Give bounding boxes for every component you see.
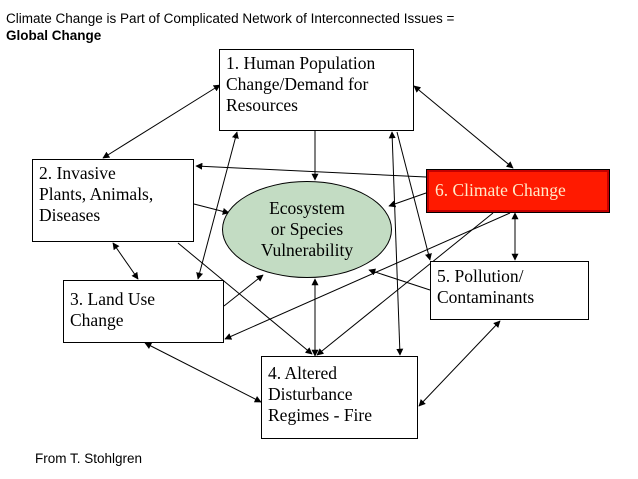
arrow-n5-center xyxy=(368,268,431,291)
node-line: Plants, Animals, xyxy=(39,184,154,204)
node-line: Change/Demand for xyxy=(226,74,369,94)
node-human-population: 1. Human Population Change/Demand for Re… xyxy=(219,49,414,131)
node-line: 3. Land Use xyxy=(70,289,156,309)
title-line-1: Climate Change is Part of Complicated Ne… xyxy=(6,11,455,26)
title-line-2: Global Change xyxy=(6,28,102,43)
arrow-n1-n5 xyxy=(396,131,432,261)
node-line: Resources xyxy=(226,95,298,115)
node-line: Contaminants xyxy=(437,287,535,307)
node-line: 4. Altered xyxy=(268,363,338,383)
node-line: Disturbance xyxy=(268,384,353,404)
node-line: Change xyxy=(70,310,124,330)
node-land-use: 3. Land Use Change xyxy=(63,280,224,343)
arrow-n6-center xyxy=(388,192,427,208)
node-line: Vulnerability xyxy=(260,240,354,260)
node-line: 6. Climate Change xyxy=(435,180,566,200)
arrow-n1-n4 xyxy=(388,131,404,356)
arrow-n5-n4 xyxy=(418,320,501,407)
node-line: Regimes - Fire xyxy=(268,405,373,425)
node-pollution: 5. Pollution/ Contaminants xyxy=(430,261,589,320)
node-invasive-species: 2. Invasive Plants, Animals, Diseases xyxy=(32,159,194,242)
arrow-n1-n6 xyxy=(413,85,514,169)
node-line: Ecosystem xyxy=(269,198,345,218)
arrow-n6-n3 xyxy=(224,212,511,340)
node-ecosystem-vulnerability: Ecosystem or Species Vulnerability xyxy=(222,181,392,278)
arrow-n2-n4 xyxy=(177,242,313,355)
node-disturbance-regimes: 4. Altered Disturbance Regimes - Fire xyxy=(261,356,418,439)
arrow-n3-center xyxy=(223,274,264,307)
source-credit: From T. Stohlgren xyxy=(35,451,143,466)
node-line: 2. Invasive xyxy=(39,163,116,183)
arrow-n6-n4 xyxy=(316,212,494,356)
node-line: 1. Human Population xyxy=(226,53,376,73)
node-line: Diseases xyxy=(39,205,101,225)
arrow-n2-center xyxy=(193,203,230,215)
arrow-n1-n3 xyxy=(196,131,239,280)
node-climate-change: 6. Climate Change xyxy=(426,169,610,213)
node-line: or Species xyxy=(270,219,344,239)
arrow-n2-n3 xyxy=(112,242,139,280)
arrow-n1-n2 xyxy=(102,84,221,159)
arrow-n3-n4 xyxy=(144,342,262,403)
node-line: 5. Pollution/ xyxy=(437,266,524,286)
diagram-title: Climate Change is Part of Complicated Ne… xyxy=(6,10,626,44)
arrow-n6-n2 xyxy=(195,162,427,178)
